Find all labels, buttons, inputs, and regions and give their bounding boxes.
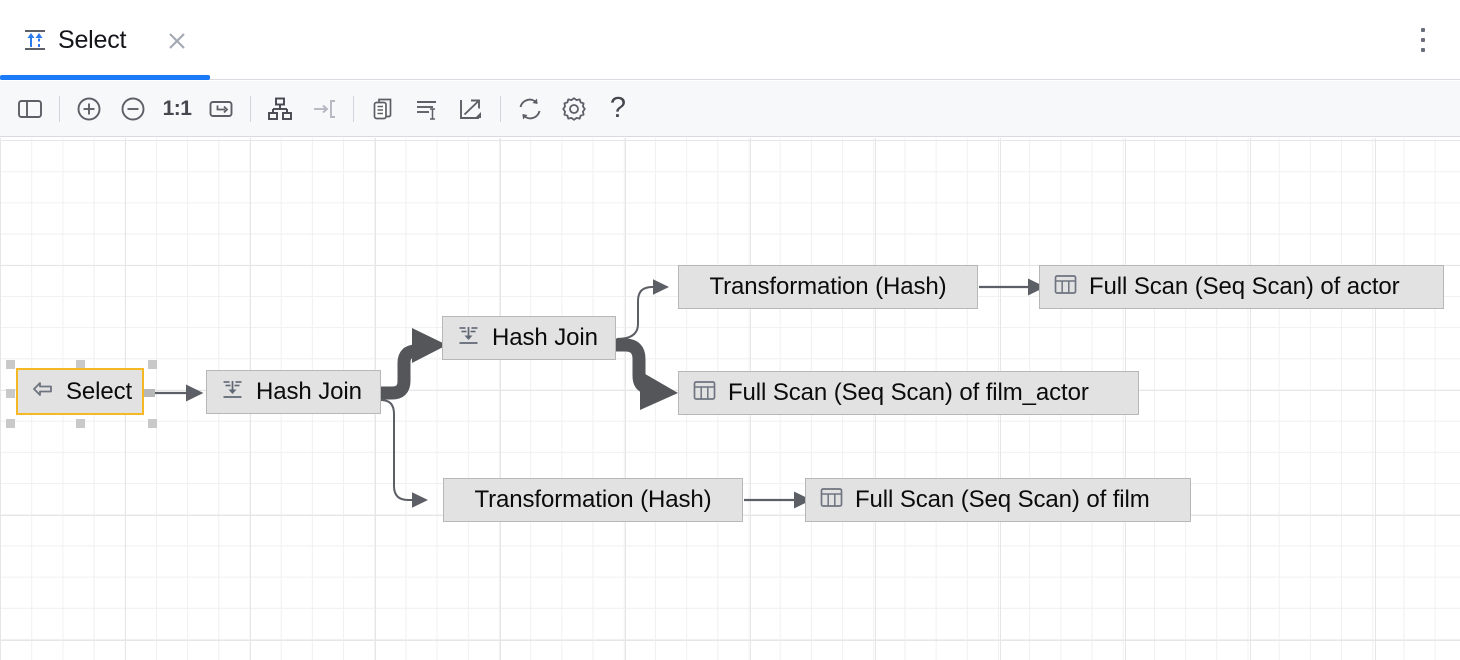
one-to-one-icon: 1:1 [162, 96, 192, 120]
node-label: Hash Join [492, 324, 598, 351]
active-tab-indicator [0, 75, 210, 80]
fit-screen-icon [206, 94, 236, 124]
node-label: Hash Join [256, 378, 362, 405]
left-arrow-icon [31, 379, 55, 404]
toolbar-separator-3 [353, 95, 354, 122]
arrow-to-bracket-icon [309, 94, 339, 124]
diagram-toolbar: 1:1 [0, 81, 1460, 137]
table-icon [692, 379, 717, 407]
node-select[interactable]: Select [16, 368, 144, 415]
table-icon [1053, 273, 1078, 301]
selection-handle-ne[interactable] [148, 360, 157, 369]
toolbar-separator-4 [500, 95, 501, 122]
selection-handle-n[interactable] [76, 360, 85, 369]
node-label: Select [66, 377, 133, 405]
hash-join-icon [456, 323, 481, 353]
selection-handle-nw[interactable] [6, 360, 15, 369]
selection-handle-sw[interactable] [6, 419, 15, 428]
table-icon [819, 486, 844, 514]
diagram-edges [144, 278, 1046, 509]
hierarchy-icon [265, 94, 295, 124]
copy-button[interactable] [361, 87, 405, 131]
node-label: Full Scan (Seq Scan) of film [855, 486, 1150, 513]
selection-handle-s[interactable] [76, 419, 85, 428]
tab-label: Select [58, 25, 127, 54]
node-transformation-hash-2[interactable]: Transformation (Hash) [443, 478, 743, 522]
collapse-button[interactable] [302, 87, 346, 131]
export-button[interactable] [449, 87, 493, 131]
text-lines-icon [412, 94, 442, 124]
refresh-button[interactable] [508, 87, 552, 131]
node-label: Transformation (Hash) [709, 273, 947, 300]
node-hash-join-1[interactable]: Hash Join [206, 370, 381, 414]
toggle-sidebar-button[interactable] [8, 87, 52, 131]
sidebar-panel-icon [15, 94, 45, 124]
toolbar-separator-1 [59, 95, 60, 122]
question-mark-icon: ? [609, 92, 627, 124]
node-label: Full Scan (Seq Scan) of film_actor [728, 379, 1089, 406]
select-plan-icon [22, 27, 48, 53]
plus-circle-icon [74, 94, 104, 124]
hash-join-icon [220, 377, 245, 407]
edge-select-to-hashjoin1 [144, 384, 204, 402]
refresh-icon [515, 94, 545, 124]
tab-bar: Select [0, 0, 1460, 80]
node-transformation-hash-1[interactable]: Transformation (Hash) [678, 265, 978, 309]
selection-handle-se[interactable] [148, 419, 157, 428]
layout-hierarchy-button[interactable] [258, 87, 302, 131]
help-button[interactable]: ? [596, 87, 640, 131]
edge-hashjoin2-to-transform1 [616, 279, 669, 340]
zoom-in-button[interactable] [67, 87, 111, 131]
edge-hashjoin2-to-scanfilmactor [615, 338, 678, 410]
node-full-scan-film[interactable]: Full Scan (Seq Scan) of film [805, 478, 1191, 522]
node-label: Full Scan (Seq Scan) of actor [1089, 273, 1400, 300]
export-arrow-icon [455, 93, 487, 125]
edge-hashjoin1-to-hashjoin2 [380, 328, 447, 400]
gear-icon [559, 94, 589, 124]
zoom-out-button[interactable] [111, 87, 155, 131]
close-icon[interactable] [164, 28, 190, 54]
settings-button[interactable] [552, 87, 596, 131]
show-text-button[interactable] [405, 87, 449, 131]
node-label: Transformation (Hash) [474, 486, 712, 513]
more-options-icon[interactable] [1410, 25, 1436, 55]
actual-size-button[interactable]: 1:1 [155, 87, 199, 131]
selection-handle-w[interactable] [6, 389, 15, 398]
node-hash-join-2[interactable]: Hash Join [442, 316, 616, 360]
fit-content-button[interactable] [199, 87, 243, 131]
diagram-canvas[interactable]: Select Hash Join [0, 138, 1460, 660]
minus-circle-icon [118, 94, 148, 124]
node-full-scan-actor[interactable]: Full Scan (Seq Scan) of actor [1039, 265, 1444, 309]
toolbar-separator-2 [250, 95, 251, 122]
node-full-scan-film-actor[interactable]: Full Scan (Seq Scan) of film_actor [678, 371, 1139, 415]
copy-document-icon [368, 94, 398, 124]
tab-select[interactable]: Select [0, 0, 210, 80]
edge-hashjoin1-to-transform2 [380, 399, 428, 508]
